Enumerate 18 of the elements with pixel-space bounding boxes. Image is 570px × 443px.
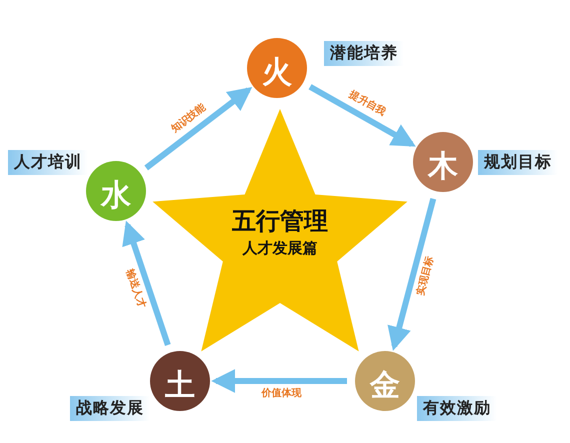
tag-label: 潜能培养 [324, 41, 404, 66]
element-circle: 火 [247, 38, 307, 98]
edge-label: 价值体现 [260, 388, 302, 400]
element-circle: 土 [150, 351, 210, 411]
tag-label: 战略发展 [70, 396, 150, 421]
arrow [122, 220, 171, 346]
arrow [144, 86, 252, 170]
title-text: 五行管理 [232, 206, 328, 237]
tag-label: 人才培训 [8, 150, 88, 175]
subtitle-text: 人才发展篇 [242, 239, 318, 258]
element-circle: 金 [355, 351, 415, 411]
element-circle: 水 [86, 161, 146, 221]
element-circle: 木 [413, 132, 473, 192]
arrow [388, 198, 436, 351]
tag-label: 规划目标 [478, 150, 558, 175]
arrow [308, 84, 416, 147]
tag-label: 有效激励 [417, 396, 497, 421]
arrow [211, 369, 347, 393]
